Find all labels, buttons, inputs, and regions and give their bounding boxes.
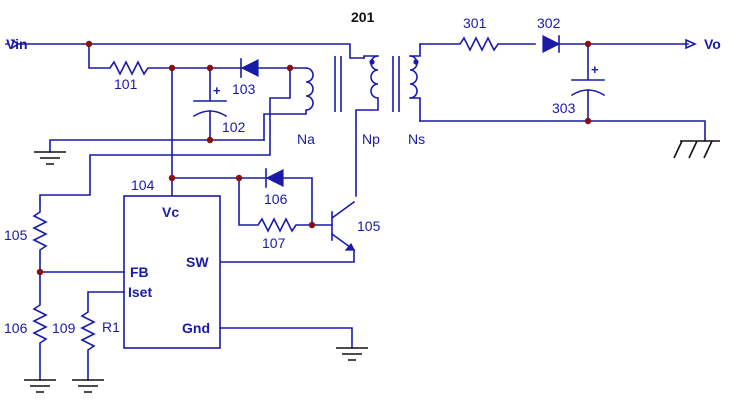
ic-pin-iset: Iset [128,284,152,300]
chassis-ground [673,140,720,159]
vo-label: Vo [704,36,721,52]
transformer-201 [334,43,421,197]
ground-106 [24,379,56,393]
aux-return-wire [39,67,291,201]
junctions [36,40,592,276]
ground-ic [336,347,368,361]
r107-label: 107 [262,235,286,251]
diode-106 [238,168,333,233]
resistor-101 [88,43,291,76]
vin-label: Vin [6,36,28,52]
vc-wire [171,67,313,226]
gnd-wire [219,327,353,349]
resistor-105 [32,199,125,273]
capacitor-303 [570,43,606,122]
c303-polarity: + [591,62,599,77]
ic-ref-label: 104 [131,177,155,193]
transformer-ref-label: 201 [351,9,375,25]
diode-103 [240,58,259,78]
r105-label: 105 [4,227,28,243]
r101-label: 101 [114,76,138,92]
c303-label: 303 [552,100,576,116]
ground-r1 [72,379,104,393]
resistor-r1 [80,291,125,381]
r106-label: 106 [4,320,28,336]
r109-label: 109 [52,320,76,336]
output-rail [419,35,706,142]
ground-aux [34,151,66,165]
ic-pin-fb: FB [130,264,149,280]
r1-label: R1 [102,319,120,335]
na-winding [263,67,314,141]
resistor-106 [32,271,48,381]
d302-label: 302 [537,15,561,31]
capacitor-102 [192,67,228,141]
ic-pin-vc: Vc [162,204,179,220]
ns-label: Ns [408,131,425,147]
q105-label: 105 [357,218,381,234]
transistor-105 [219,200,356,263]
np-label: Np [362,131,380,147]
ic-pin-gnd: Gnd [182,320,210,336]
ic-pin-sw: SW [186,254,209,270]
d103-label: 103 [232,81,256,97]
ic-104 [123,195,221,349]
na-label: Na [297,131,315,147]
c102-polarity: + [213,83,221,98]
d106-label: 106 [264,191,288,207]
c102-label: 102 [222,119,246,135]
r301-label: 301 [463,15,487,31]
vin-rail [5,38,365,59]
